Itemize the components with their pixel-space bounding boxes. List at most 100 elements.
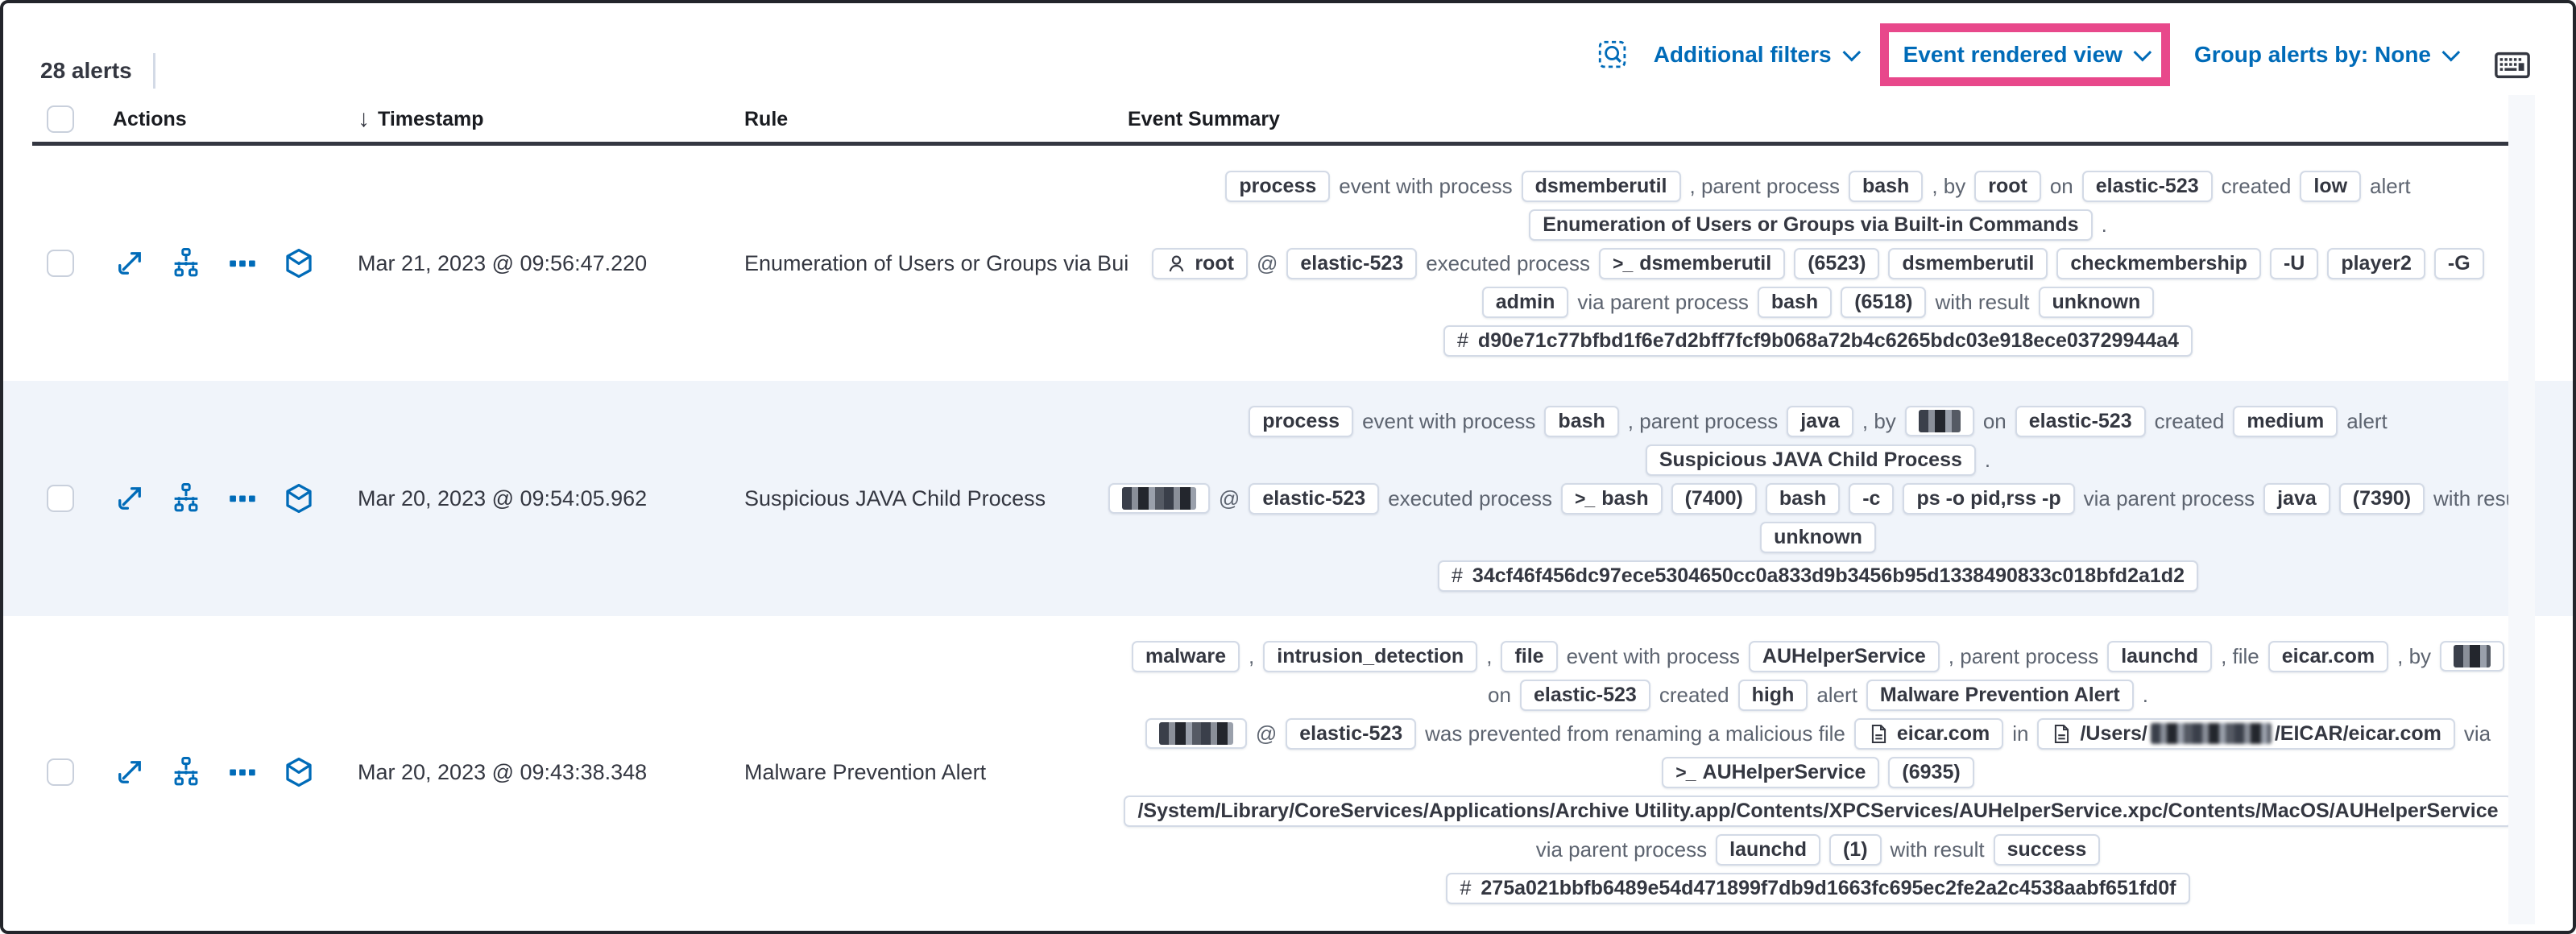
analyze-event-icon[interactable] [168, 754, 205, 791]
session-view-icon[interactable] [280, 245, 317, 282]
row-checkbox[interactable] [47, 758, 74, 786]
event-field-badge[interactable]: java [1787, 405, 1853, 437]
event-field-badge[interactable]: process [1249, 405, 1354, 437]
event-field-badge[interactable]: dsmemberutil [1888, 247, 2048, 279]
analyze-event-icon[interactable] [168, 480, 205, 517]
event-field-badge[interactable]: intrusion_detection [1263, 640, 1478, 672]
event-field-badge[interactable]: (6518) [1841, 286, 1927, 318]
expand-alert-icon[interactable] [111, 754, 148, 791]
event-field-badge[interactable]: #d90e71c77bfbd1f6e7d2bff7fcf9b068a72b4c6… [1443, 324, 2193, 357]
event-field-badge[interactable]: bash [1544, 405, 1619, 437]
more-actions-icon[interactable] [224, 245, 261, 282]
event-field-badge[interactable]: unknown [1760, 521, 1876, 553]
event-field-badge[interactable]: elastic-523 [1519, 679, 1650, 711]
rule-cell[interactable]: Suspicious JAVA Child Process [744, 486, 1046, 510]
badge-value: dsmemberutil [1902, 251, 2035, 275]
event-field-badge[interactable]: eicar.com [1853, 717, 2004, 750]
session-view-icon[interactable] [280, 480, 317, 517]
event-field-badge[interactable]: -U [2269, 247, 2319, 279]
event-field-badge[interactable]: elastic-523 [2081, 170, 2213, 202]
group-alerts-dropdown[interactable]: Group alerts by: None [2194, 42, 2461, 68]
event-field-badge[interactable]: malware [1131, 640, 1240, 672]
event-field-badge[interactable]: success [1993, 833, 2101, 866]
event-field-badge[interactable]: unknown [2038, 286, 2155, 318]
event-field-badge[interactable]: high [1737, 679, 1808, 711]
event-field-badge[interactable]: file [1501, 640, 1558, 672]
badge-value: eicar.com [2281, 644, 2375, 667]
keyboard-icon[interactable] [2494, 49, 2531, 81]
event-field-badge[interactable]: root [1974, 170, 2041, 202]
event-field-badge[interactable] [1904, 406, 1974, 436]
event-field-badge[interactable]: >_dsmemberutil [1599, 247, 1786, 279]
expand-alert-icon[interactable] [111, 480, 148, 517]
row-checkbox[interactable] [47, 485, 74, 512]
badge-value: low [2313, 174, 2348, 197]
event-field-badge[interactable]: checkmembership [2056, 247, 2261, 279]
event-summary-text: in [2012, 721, 2029, 746]
event-summary-text: via parent process [1577, 289, 1749, 314]
badge-value: ps -o pid,rss -p [1916, 486, 2061, 510]
event-field-badge[interactable]: Suspicious JAVA Child Process [1645, 444, 1976, 476]
event-field-badge[interactable]: player2 [2327, 247, 2425, 279]
event-field-badge[interactable] [1108, 483, 1210, 514]
event-field-badge[interactable]: ps -o pid,rss -p [1903, 482, 2075, 515]
event-field-badge[interactable]: /Users//EICAR/eicar.com [2037, 717, 2455, 750]
event-field-badge[interactable]: Enumeration of Users or Groups via Built… [1529, 209, 2093, 241]
rule-cell[interactable]: Enumeration of Users or Groups via Bui [744, 250, 1128, 275]
scrollbar-track[interactable] [2508, 95, 2535, 924]
event-field-badge[interactable]: (1) [1828, 833, 1882, 866]
row-actions-cell [89, 480, 330, 517]
event-field-badge[interactable]: elastic-523 [1249, 482, 1380, 515]
select-all-checkbox[interactable] [47, 105, 74, 133]
row-checkbox[interactable] [47, 250, 74, 277]
event-field-badge[interactable] [2440, 641, 2505, 672]
event-field-badge[interactable]: bash [1848, 170, 1924, 202]
event-field-badge[interactable]: process [1225, 170, 1331, 202]
additional-filters-dropdown[interactable]: Additional filters [1654, 42, 1861, 68]
event-field-badge[interactable] [1145, 718, 1247, 749]
event-field-badge[interactable]: (6523) [1794, 247, 1880, 279]
event-field-badge[interactable]: >_AUHelperService [1662, 756, 1880, 788]
event-field-badge[interactable]: #275a021bbfb6489e54d471899f7db9d1663fc69… [1446, 872, 2190, 904]
event-field-badge[interactable]: medium [2233, 405, 2338, 437]
badge-value: bash [1558, 409, 1605, 432]
event-field-badge[interactable]: root [1152, 247, 1248, 279]
badge-value: java [1800, 409, 1840, 432]
session-view-icon[interactable] [280, 754, 317, 791]
expand-alert-icon[interactable] [111, 245, 148, 282]
event-field-badge[interactable]: eicar.com [2267, 640, 2389, 672]
event-field-badge[interactable]: >_bash [1561, 482, 1663, 515]
event-field-badge[interactable]: elastic-523 [2015, 405, 2146, 437]
event-field-badge[interactable]: (6935) [1888, 756, 1974, 788]
event-field-badge[interactable]: Malware Prevention Alert [1866, 679, 2134, 711]
event-field-badge[interactable]: launchd [1716, 833, 1820, 866]
event-field-badge[interactable]: elastic-523 [1286, 247, 1418, 279]
hash-icon: # [1452, 564, 1463, 587]
event-summary-text: created [2154, 408, 2225, 433]
rule-cell[interactable]: Malware Prevention Alert [744, 759, 987, 784]
event-field-badge[interactable]: launchd [2107, 640, 2213, 672]
analyze-event-icon[interactable] [168, 245, 205, 282]
event-field-badge[interactable]: (7390) [2338, 482, 2425, 515]
event-field-badge[interactable]: -G [2433, 247, 2484, 279]
more-actions-icon[interactable] [224, 480, 261, 517]
row-actions-cell [89, 754, 330, 791]
header-timestamp[interactable]: ↓ Timestamp [358, 105, 484, 132]
event-field-badge[interactable]: -c [1849, 482, 1895, 515]
event-field-badge[interactable]: elastic-523 [1286, 717, 1417, 750]
event-field-badge[interactable]: /System/Library/CoreServices/Application… [1124, 795, 2512, 827]
event-field-badge[interactable]: #34cf46f456dc97ece5304650cc0a833d9b3456b… [1438, 560, 2198, 592]
event-field-badge[interactable]: java [2263, 482, 2330, 515]
event-field-badge[interactable]: (7400) [1671, 482, 1757, 515]
event-field-badge[interactable]: bash [1757, 286, 1833, 318]
more-actions-icon[interactable] [224, 754, 261, 791]
event-field-badge[interactable]: dsmemberutil [1521, 170, 1681, 202]
inspect-icon[interactable] [1596, 38, 1630, 72]
event-rendered-view-dropdown[interactable]: Event rendered view [1903, 42, 2152, 68]
event-field-badge[interactable]: bash [1765, 482, 1841, 515]
event-field-badge[interactable]: low [2300, 170, 2362, 202]
event-field-badge[interactable]: AUHelperService [1748, 640, 1940, 672]
event-field-badge[interactable]: admin [1481, 286, 1569, 318]
event-summary-text: event with process [1362, 408, 1536, 433]
